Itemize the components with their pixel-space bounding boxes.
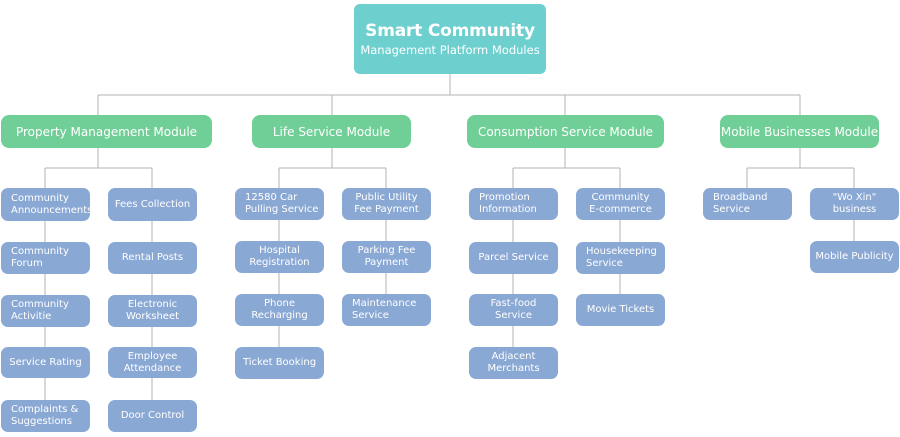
item-promotion-information: Promotion Information [469,188,558,220]
item-complaints-suggestions: Complaints & Suggestions [1,400,90,432]
item-public-utility-fee-payment: Public Utility Fee Payment [342,188,431,220]
item-wo-xin-business: "Wo Xin" business [810,188,899,220]
item-community-e-commerce: Community E-commerce [576,188,665,220]
item-electronic-worksheet: Electronic Worksheet [108,295,197,327]
item-phone-recharging: Phone Recharging [235,294,324,326]
module-mobile-businesses: Mobile Businesses Module [720,115,879,148]
root-node: Smart Community Management Platform Modu… [354,4,546,74]
item-fees-collection: Fees Collection [108,188,197,221]
item-fast-food-service: Fast-food Service [469,294,558,326]
item-door-control: Door Control [108,400,197,432]
item-ticket-booking: Ticket Booking [235,347,324,379]
item-broadband-service: Broadband Service [703,188,792,220]
item-service-rating: Service Rating [1,347,90,378]
root-subtitle: Management Platform Modules [360,43,540,57]
item-housekeeping-service: Housekeeping Service [576,242,665,274]
module-consumption-service: Consumption Service Module [467,115,664,148]
module-life-service: Life Service Module [252,115,411,148]
item-mobile-publicity: Mobile Publicity [810,241,899,273]
item-community-activitie: Community Activitie [1,295,90,327]
item-hospital-registration: Hospital Registration [235,241,324,273]
item-car-pulling-service: 12580 Car Pulling Service [235,188,324,220]
item-community-forum: Community Forum [1,242,90,274]
item-parking-fee-payment: Parking Fee Payment [342,241,431,273]
item-adjacent-merchants: Adjacent Merchants [469,347,558,379]
item-community-announcements: Community Announcements [1,188,92,221]
item-maintenance-service: Maintenance Service [342,294,431,326]
item-parcel-service: Parcel Service [469,242,558,274]
module-property-management: Property Management Module [1,115,212,148]
root-title: Smart Community [365,21,535,41]
item-rental-posts: Rental Posts [108,242,197,274]
item-movie-tickets: Movie Tickets [576,294,665,326]
item-employee-attendance: Employee Attendance [108,347,197,378]
